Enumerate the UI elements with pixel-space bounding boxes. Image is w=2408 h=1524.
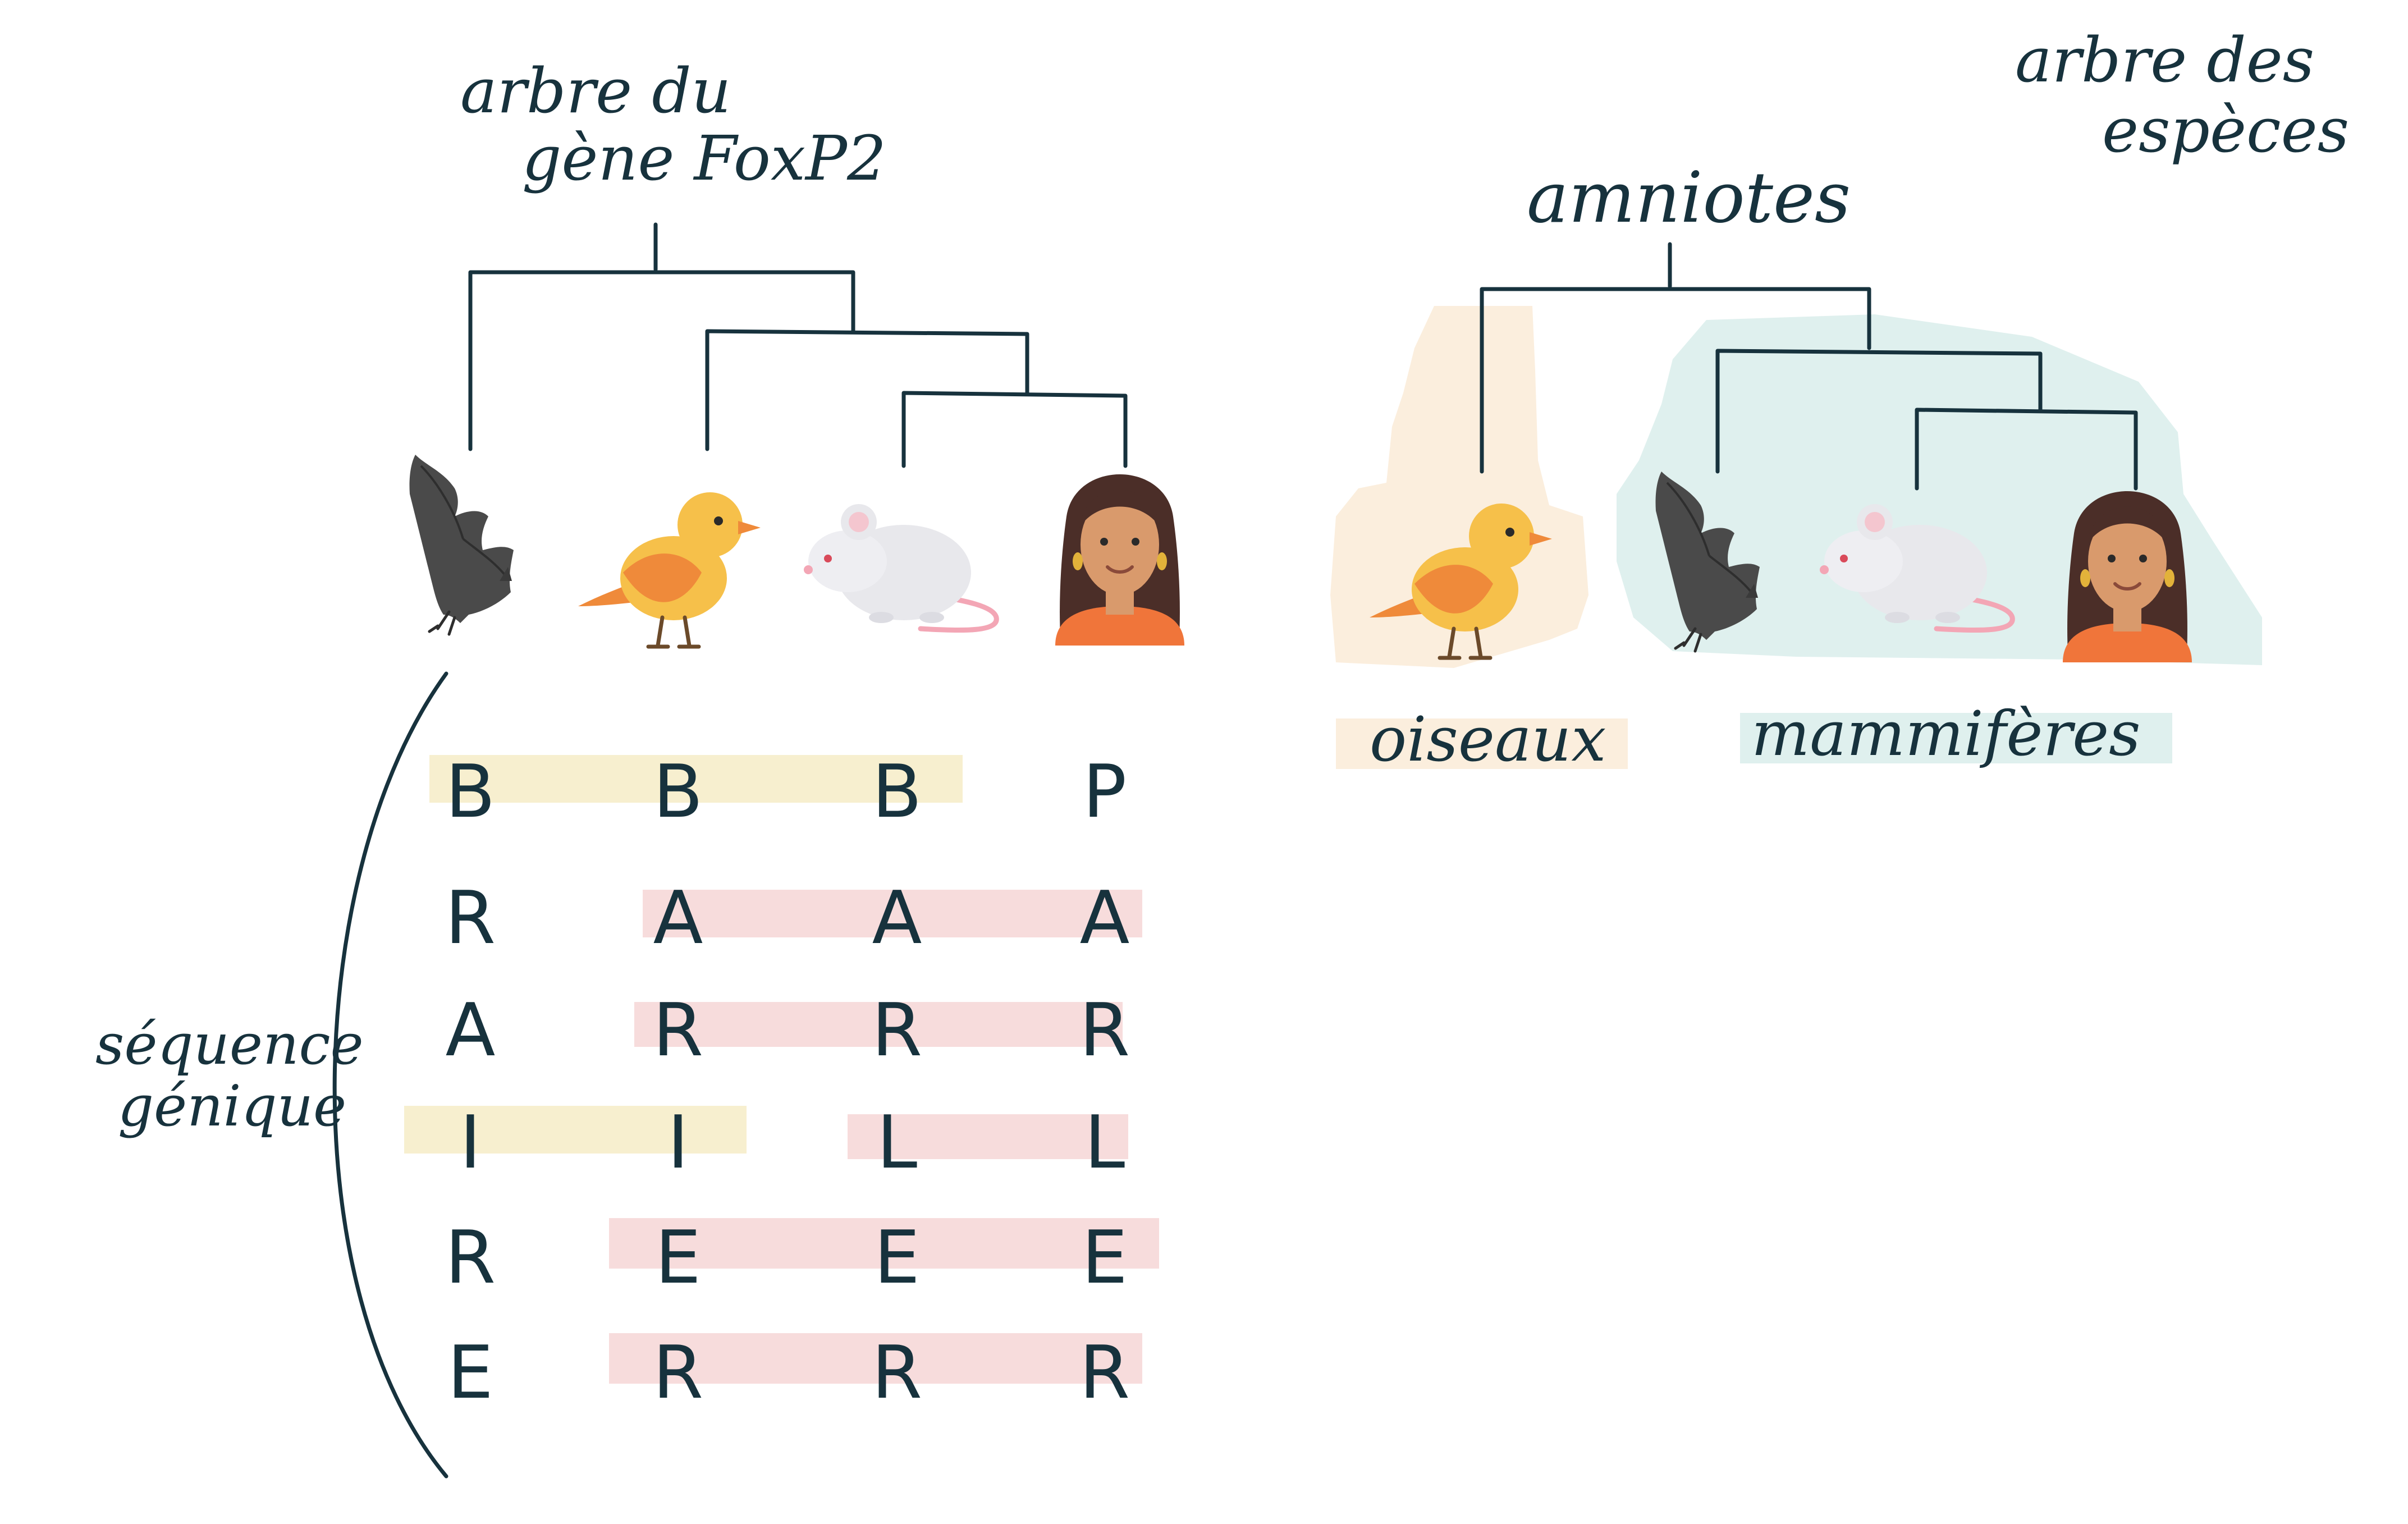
gene-tree-title: arbre du gène FoxP2 xyxy=(460,55,886,194)
sequence-letter-r3-bird: R xyxy=(653,987,703,1073)
highlight-row4-mouse-human xyxy=(848,1114,1128,1159)
gene-tree-title-line2: gène FoxP2 xyxy=(522,122,886,194)
species-tree-title-line2: espèces xyxy=(2102,94,2349,166)
sequence-letter-r2-human: A xyxy=(1080,875,1130,960)
sequence-letter-r6-mouse: R xyxy=(872,1330,922,1415)
sequence-letter-r6-bat: E xyxy=(447,1330,493,1415)
gene-tree-title-line1: arbre du xyxy=(460,55,731,127)
sequence-highlights xyxy=(404,755,1159,1384)
sequence-letter-r6-human: R xyxy=(1079,1330,1130,1415)
gene-tree-branches xyxy=(468,222,1128,468)
sequence-letter-r6-bird: R xyxy=(653,1330,703,1415)
sequence-letter-r4-bird: I xyxy=(667,1100,689,1185)
highlight-row2-bird-mouse-human xyxy=(643,890,1142,937)
sequence-letter-r4-human: L xyxy=(1084,1100,1125,1185)
sequence-label-line2: génique xyxy=(118,1073,346,1139)
bird-icon xyxy=(578,492,761,647)
highlight-row6-bird-mouse-human xyxy=(609,1333,1142,1384)
mouse-icon xyxy=(804,504,996,630)
species-tree-title: arbre des espèces xyxy=(2015,24,2349,166)
sequence-letter-r2-bird: A xyxy=(653,875,703,960)
sequence-letter-r1-mouse: B xyxy=(872,749,922,834)
sequence-label-line1: séquence xyxy=(95,1012,364,1077)
human-icon xyxy=(2063,491,2192,662)
sequence-letter-r5-bird: E xyxy=(655,1215,701,1300)
sequence-letter-r2-bat: R xyxy=(445,875,496,960)
highlight-row1-bat-bird-mouse xyxy=(429,755,963,803)
highlight-row4-bat-bird xyxy=(404,1106,747,1154)
sequence-letter-r1-human: P xyxy=(1083,749,1127,834)
birds-label: oiseaux xyxy=(1370,703,1606,775)
mammals-label: mammifères xyxy=(1751,698,2141,770)
sequence-letter-r5-human: E xyxy=(1082,1215,1128,1300)
sequence-letter-r3-bat: A xyxy=(446,987,496,1073)
highlight-row3-bird-mouse-human xyxy=(634,1002,1123,1047)
sequence-letter-r1-bird: B xyxy=(653,749,703,834)
sequence-letter-r4-mouse: L xyxy=(877,1100,917,1185)
gene-tree-leaves xyxy=(409,455,1184,647)
amniotes-label: amniotes xyxy=(1527,157,1851,239)
birds-label-highlight xyxy=(1336,718,1628,769)
birds-clade-highlight xyxy=(1330,306,1588,668)
sequence-bracket xyxy=(332,671,448,1479)
sequence-letter-r4-bat: I xyxy=(460,1100,481,1185)
human-icon xyxy=(1055,474,1184,646)
sequence-letter-r1-bat: B xyxy=(445,749,495,834)
species-tree-title-line1: arbre des xyxy=(2015,24,2314,96)
sequence-letter-r3-human: R xyxy=(1079,987,1130,1073)
mammals-label-highlight xyxy=(1740,713,2172,763)
sequence-letter-r3-mouse: R xyxy=(872,987,922,1073)
sequence-letter-r5-bat: R xyxy=(445,1215,496,1300)
sequence-letter-r2-mouse: A xyxy=(872,875,922,960)
highlight-row5-bird-mouse-human xyxy=(609,1218,1159,1269)
bat-icon xyxy=(409,455,514,634)
sequence-letter-r5-mouse: E xyxy=(874,1215,920,1300)
species-tree-branches xyxy=(1480,242,2138,491)
